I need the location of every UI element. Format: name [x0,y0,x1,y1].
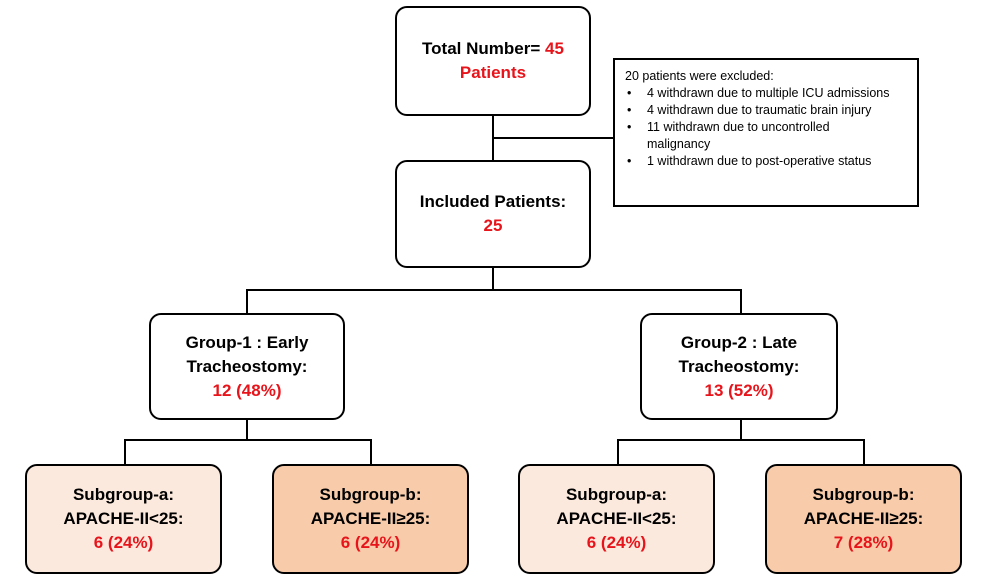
group2-subgroup-a-box: Subgroup-a: APACHE-II<25: 6 (24%) [518,464,715,574]
connector-group2-drop [740,289,742,313]
connector-group1-down [246,420,248,440]
group1-subgroup-a-box: Subgroup-a: APACHE-II<25: 6 (24%) [25,464,222,574]
included-patients-box: Included Patients: 25 [395,160,591,268]
included-count: 25 [483,216,503,235]
exclusion-item: 11 withdrawn due to uncontrolled maligna… [625,119,847,153]
connector-groups-horizontal [246,289,742,291]
group2-subgroup-b-box: Subgroup-b: APACHE-II≥25: 7 (28%) [765,464,962,574]
exclusion-box: 20 patients were excluded: 4 withdrawn d… [613,58,919,207]
group1-subtitle: Tracheostomy: [186,356,308,376]
connector-included-down [492,268,494,290]
g2a-criteria: APACHE-II<25: [556,509,677,528]
exclusion-title: 20 patients were excluded: [625,69,774,83]
g2a-count: 6 (24%) [586,533,647,552]
total-unit: Patients [459,63,527,82]
g2b-count: 7 (28%) [833,533,894,552]
g2a-title: Subgroup-a: [565,485,668,504]
g2b-criteria: APACHE-II≥25: [803,509,924,528]
total-label: Total Number= [422,39,541,58]
group1-box: Group-1 : Early Tracheostomy: 12 (48%) [149,313,345,420]
connector-group2-sub-horizontal [617,439,865,441]
connector-g1b-drop [370,439,372,464]
group1-title: Group-1 : Early [185,332,309,352]
connector-to-exclusion [493,137,613,139]
total-patients-box: Total Number= 45 Patients [395,6,591,116]
g1b-title: Subgroup-b: [319,485,422,504]
exclusion-item: 4 withdrawn due to traumatic brain injur… [625,102,909,119]
connector-g2b-drop [863,439,865,464]
g2b-title: Subgroup-b: [812,485,915,504]
g1a-title: Subgroup-a: [72,485,175,504]
g1a-criteria: APACHE-II<25: [63,509,184,528]
total-count: 45 [545,39,564,58]
group2-count: 13 (52%) [704,380,774,400]
connector-group2-down [740,420,742,440]
group1-count: 12 (48%) [212,380,282,400]
group2-title: Group-2 : Late [680,332,798,352]
included-label: Included Patients: [419,192,567,211]
connector-g1a-drop [124,439,126,464]
exclusion-list: 4 withdrawn due to multiple ICU admissio… [625,85,909,170]
group2-subtitle: Tracheostomy: [678,356,800,376]
group1-subgroup-b-box: Subgroup-b: APACHE-II≥25: 6 (24%) [272,464,469,574]
g1a-count: 6 (24%) [93,533,154,552]
total-line: Total Number= 45 [422,37,564,61]
exclusion-item: 4 withdrawn due to multiple ICU admissio… [625,85,909,102]
connector-g2a-drop [617,439,619,464]
connector-group1-drop [246,289,248,313]
g1b-criteria: APACHE-II≥25: [310,509,431,528]
connector-group1-sub-horizontal [124,439,372,441]
g1b-count: 6 (24%) [340,533,401,552]
group2-box: Group-2 : Late Tracheostomy: 13 (52%) [640,313,838,420]
exclusion-item: 1 withdrawn due to post-operative status [625,153,909,170]
